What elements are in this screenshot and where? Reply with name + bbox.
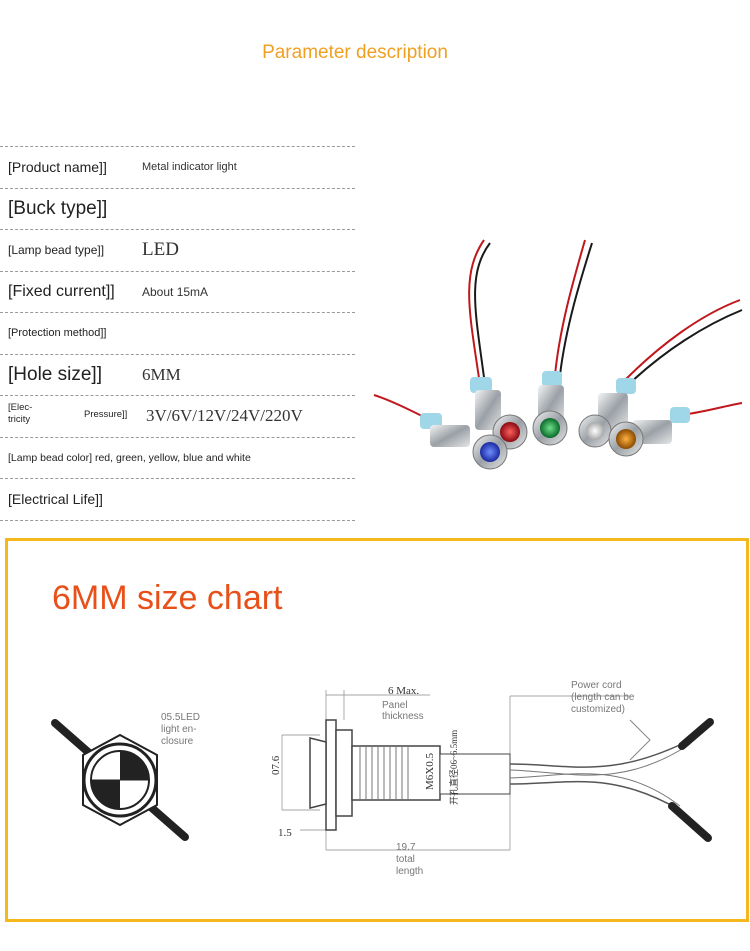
parameter-table: [Product name]] Metal indicator light [B… xyxy=(0,146,355,521)
size-chart-title: 6MM size chart xyxy=(52,579,283,617)
param-row: [Lamp bead type]] LED xyxy=(0,229,355,271)
power-cord-note: Power cord xyxy=(571,680,622,691)
led-note: light en- xyxy=(161,724,197,735)
param-row: [Protection method]] xyxy=(0,312,355,354)
param-label: [Lamp bead type]] xyxy=(8,243,105,258)
param-label: [Product name]] xyxy=(8,159,107,176)
front-view-diagram xyxy=(51,719,189,841)
diameter-dimension: 07.6 xyxy=(270,755,282,775)
param-value: LED xyxy=(142,239,179,261)
panel-dimension: 6 Max. xyxy=(388,685,420,697)
param-row: [Hole size]] 6MM xyxy=(0,353,355,396)
param-row: [Lamp bead color] red, green, yellow, bl… xyxy=(0,436,355,479)
param-label: [Electrical Life]] xyxy=(8,491,103,508)
param-label: [Hole size]] xyxy=(8,363,102,385)
param-label-part: Pressure]] xyxy=(84,409,128,420)
product-photo xyxy=(373,239,743,470)
hole-dimension: 开孔直径06~6.5mm xyxy=(449,729,459,805)
small-dimension: 1.5 xyxy=(278,827,292,839)
thread-dimension: M6X0.5 xyxy=(424,753,436,790)
led-note: 05.5LED xyxy=(161,712,200,723)
param-value: About 15mA xyxy=(142,284,209,299)
total-length-note: length xyxy=(396,866,424,877)
total-length-note: total xyxy=(396,854,415,865)
param-value: Metal indicator light xyxy=(142,161,237,174)
page-title: Parameter description xyxy=(262,42,448,63)
power-cord-note: (length can be xyxy=(571,692,635,703)
param-row: [Elec- tricity Pressure]] 3V/6V/12V/24V/… xyxy=(0,395,355,437)
led-note: closure xyxy=(161,736,194,747)
side-view-diagram xyxy=(281,690,714,851)
panel-note: thickness xyxy=(382,711,424,722)
param-row: [Fixed current]] About 15mA xyxy=(0,270,355,313)
param-row: [Electrical Life]] xyxy=(0,478,355,521)
param-label: [Lamp bead color] red, green, yellow, bl… xyxy=(8,451,251,464)
param-label: [Protection method]] xyxy=(8,327,107,340)
param-value: 6MM xyxy=(142,364,181,384)
panel-note: Panel xyxy=(382,700,408,711)
param-row: [Buck type]] xyxy=(0,187,355,230)
total-length-note: 19.7 xyxy=(396,842,416,853)
param-label: [Fixed current]] xyxy=(8,282,115,300)
power-cord-note: customized) xyxy=(571,704,625,715)
size-chart-frame xyxy=(5,538,749,922)
param-value: 3V/6V/12V/24V/220V xyxy=(146,406,303,426)
param-label-part: [Elec- xyxy=(8,402,33,413)
param-row: [Product name]] Metal indicator light xyxy=(0,146,355,188)
param-label: [Buck type]] xyxy=(8,197,108,219)
param-label-part: tricity xyxy=(8,414,31,425)
